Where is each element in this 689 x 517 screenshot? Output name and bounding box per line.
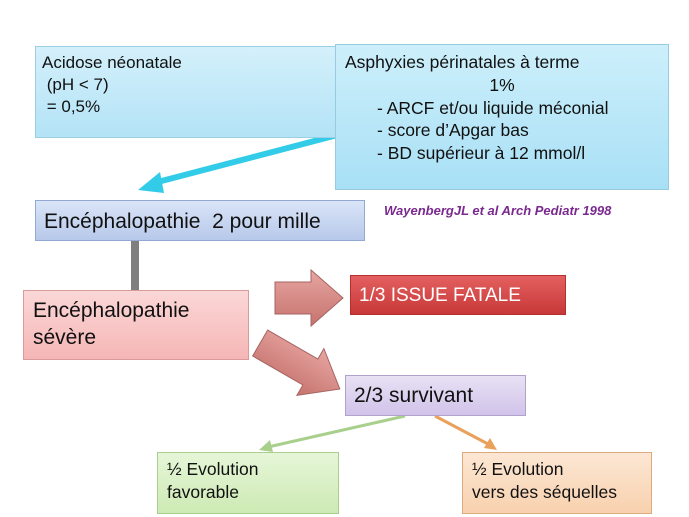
survivor-label: 2/3 survivant: [354, 384, 474, 407]
encephalopathy-label: Encéphalopathie 2 pour mille: [44, 210, 321, 233]
asphyxie-item: - BD supérieur à 12 mmol/l: [377, 143, 586, 163]
asphyxie-item: - score d’Apgar bas: [377, 120, 529, 141]
asphyxie-percent: 1%: [489, 74, 515, 95]
gray-connector: [131, 241, 139, 291]
orange-arrow-icon: [434, 414, 497, 450]
acidose-line: Acidose néonatale: [42, 53, 182, 72]
fatal-label: 1/3 ISSUE FATALE: [359, 285, 521, 306]
green-arrow-icon: [259, 414, 406, 452]
fatal-box: 1/3 ISSUE FATALE: [350, 275, 566, 315]
acidose-box: Acidose néonatale (pH < 7) = 0,5%: [35, 46, 347, 138]
asphyxie-title: Asphyxies périnatales à terme: [345, 52, 580, 72]
block-arrow-fatal-icon: [274, 268, 344, 328]
asphyxie-item: - ARCF et/ou liquide méconial: [377, 97, 609, 118]
acidose-line: (pH < 7): [42, 75, 109, 95]
asphyxie-box: Asphyxies périnatales à terme 1% - ARCF …: [335, 44, 669, 190]
severe-line: sévère: [33, 326, 97, 350]
sequelae-line: ½ Evolution: [472, 459, 564, 479]
cyan-arrow-icon: [138, 130, 346, 193]
survivor-box: 2/3 survivant: [345, 375, 526, 416]
sequelae-box: ½ Evolution vers des séquelles: [462, 452, 652, 514]
favorable-line: ½ Evolution: [167, 459, 259, 479]
acidose-line: = 0,5%: [42, 97, 101, 117]
block-arrow-survivor-icon: [251, 329, 341, 397]
encephalopathy-box: Encéphalopathie 2 pour mille: [35, 200, 365, 241]
favorable-line: favorable: [167, 481, 239, 502]
citation: WayenbergJL et al Arch Pediatr 1998: [384, 203, 612, 218]
favorable-box: ½ Evolution favorable: [157, 452, 339, 514]
sequelae-line: vers des séquelles: [472, 481, 617, 502]
severe-box: Encéphalopathie sévère: [23, 290, 249, 360]
severe-line: Encéphalopathie: [33, 299, 190, 322]
